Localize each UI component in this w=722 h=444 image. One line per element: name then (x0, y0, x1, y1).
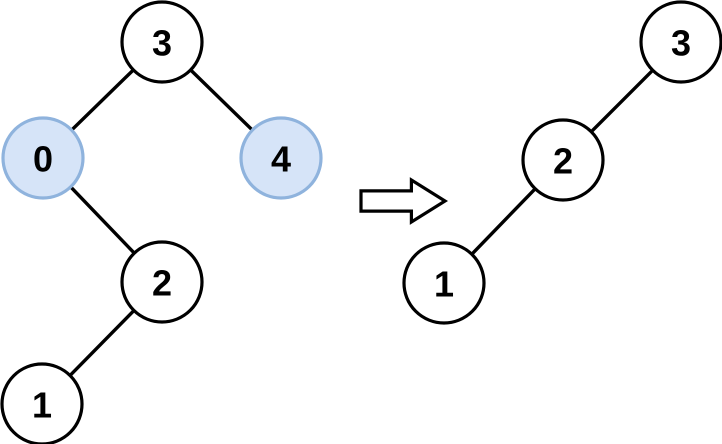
left-tree-node-circle-1[interactable] (0, 362, 84, 444)
right-tree-node-circle-1[interactable] (402, 241, 486, 325)
left-tree-node-circle-0[interactable] (1, 116, 85, 200)
left-tree-node-3[interactable]: 3 (120, 0, 204, 84)
left-tree-node-circle-4[interactable] (239, 116, 323, 200)
right-tree-node-circle-2[interactable] (521, 118, 605, 202)
left-tree-edges (68, 68, 255, 378)
right-tree-nodes: 321 (402, 0, 722, 325)
left-tree-edge-3-0 (69, 68, 136, 132)
left-tree-nodes: 30 421 (0, 0, 323, 444)
right-tree-node-1[interactable]: 1 (402, 241, 486, 325)
transformation-arrow (359, 177, 449, 225)
right-tree-edge-3-2 (589, 68, 655, 134)
left-tree-edge-2-1 (68, 308, 136, 378)
left-tree-node-1[interactable]: 1 (0, 362, 84, 444)
left-tree-node-circle-2[interactable] (120, 240, 204, 324)
right-tree-node-2[interactable]: 2 (521, 118, 605, 202)
left-tree-node-4[interactable]: 4 (239, 116, 323, 200)
right-tree-edges (469, 68, 655, 257)
left-tree-node-0[interactable]: 0 (1, 116, 85, 200)
left-tree-node-circle-3[interactable] (120, 0, 204, 84)
left-tree-edge-3-4 (188, 68, 255, 132)
right-tree-edge-2-1 (469, 186, 538, 257)
left-tree: 30 421 (0, 0, 323, 444)
left-tree-edge-0-2 (68, 184, 137, 256)
right-tree-node-circle-3[interactable] (639, 0, 722, 84)
right-tree: 321 (402, 0, 722, 325)
right-arrow-icon (359, 177, 449, 225)
left-tree-node-2[interactable]: 2 (120, 240, 204, 324)
right-tree-node-3[interactable]: 3 (639, 0, 722, 84)
